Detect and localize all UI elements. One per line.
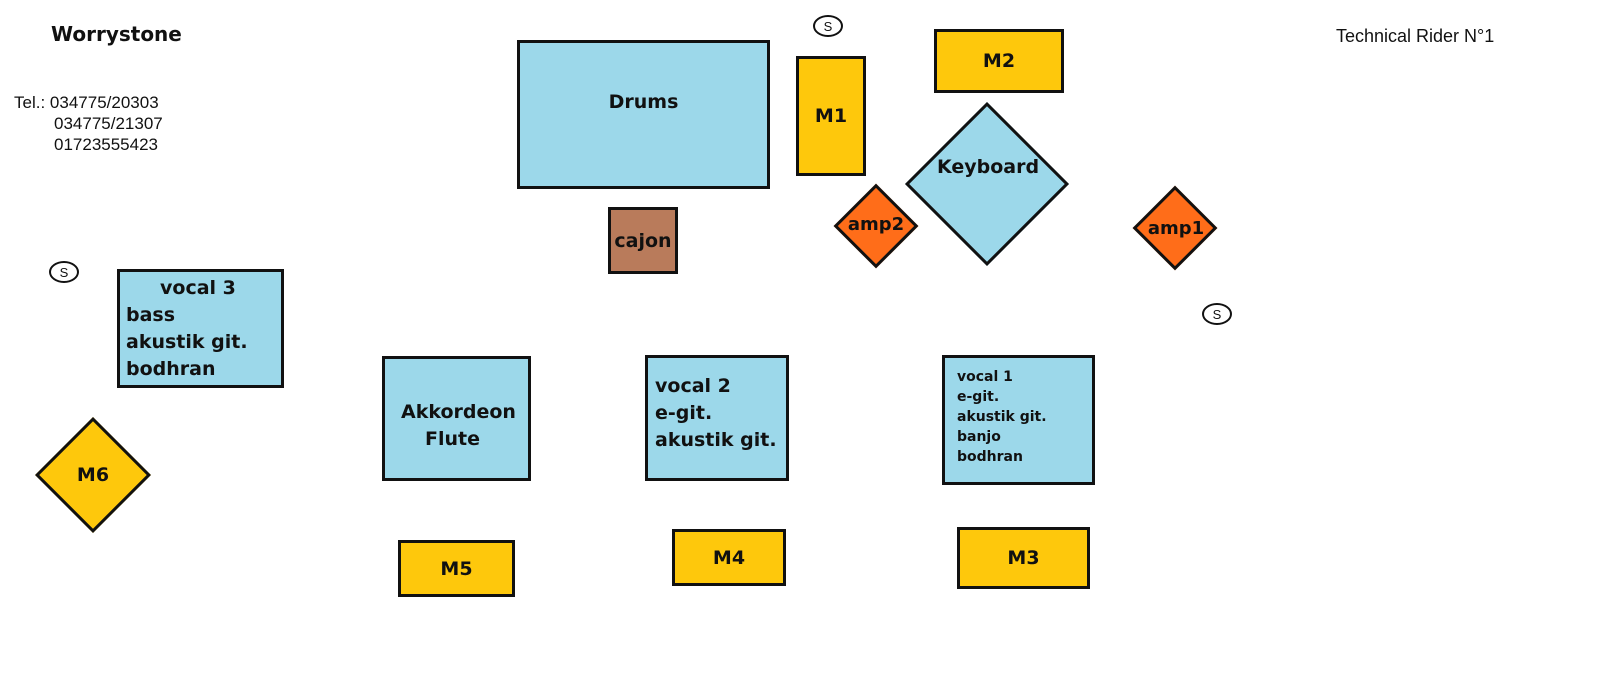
- instrument-item: akustik git.: [957, 409, 1047, 425]
- monitor-m4: M4: [672, 529, 786, 586]
- instrument-item: e-git.: [957, 389, 1000, 405]
- vocal1-title: vocal 1: [957, 369, 1013, 385]
- instrument-item: e-git.: [655, 402, 713, 424]
- monitor-m6-label: M6: [76, 464, 110, 486]
- document-title: Technical Rider N°1: [1336, 26, 1495, 46]
- contact-block: Tel.: 034775/20303 034775/21307 01723555…: [14, 92, 163, 155]
- vocal3-position: vocal 3 bass akustik git. bodhran: [117, 269, 284, 388]
- vocal2-title: vocal 2: [655, 375, 731, 397]
- drums-label: Drums: [608, 91, 679, 113]
- band-name: Worrystone: [51, 22, 182, 46]
- monitor-m2-label: M2: [982, 50, 1016, 72]
- keyboard-label: Keyboard: [936, 156, 1040, 178]
- cajon-box: cajon: [608, 207, 678, 274]
- monitor-m3: M3: [957, 527, 1090, 589]
- cajon-label: cajon: [614, 229, 672, 252]
- speaker-icon: S: [1202, 303, 1232, 325]
- monitor-m3-label: M3: [1007, 547, 1040, 569]
- monitor-m2: M2: [934, 29, 1064, 93]
- monitor-m5: M5: [398, 540, 515, 597]
- instrument-item: akustik git.: [126, 331, 248, 353]
- akkordeon-label: Akkordeon: [401, 401, 516, 423]
- instrument-item: bodhran: [126, 358, 216, 380]
- amp1-label: amp1: [1147, 217, 1205, 239]
- monitor-m1: M1: [796, 56, 866, 176]
- flute-label: Flute: [425, 428, 480, 450]
- instrument-item: akustik git.: [655, 429, 777, 451]
- instrument-item: banjo: [957, 429, 1001, 445]
- amp2-label: amp2: [847, 213, 905, 235]
- drums-riser: Drums: [517, 40, 770, 189]
- vocal3-instruments: bass akustik git. bodhran: [126, 302, 248, 383]
- vocal3-title: vocal 3: [160, 277, 236, 299]
- vocal1-position: vocal 1 e-git. akustik git. banjo bodhra…: [942, 355, 1095, 485]
- vocal2-position: vocal 2 e-git. akustik git.: [645, 355, 789, 481]
- instrument-item: bass: [126, 304, 176, 326]
- vocal1-list: vocal 1 e-git. akustik git. banjo bodhra…: [957, 367, 1047, 467]
- contact-line-2: 034775/21307: [14, 113, 163, 134]
- speaker-icon: S: [813, 15, 843, 37]
- akkordeon-flute-position: Akkordeon Flute: [382, 356, 531, 481]
- speaker-icon: S: [49, 261, 79, 283]
- monitor-m1-label: M1: [814, 105, 848, 127]
- phone-number: 034775/21307: [54, 114, 163, 133]
- phone-number: 01723555423: [54, 135, 159, 154]
- monitor-m4-label: M4: [712, 546, 746, 569]
- vocal2-list: vocal 2 e-git. akustik git.: [655, 373, 777, 454]
- tel-label: Tel.:: [14, 93, 46, 112]
- phone-number: 034775/20303: [49, 93, 159, 112]
- contact-line-3: 01723555423: [14, 134, 163, 155]
- monitor-m5-label: M5: [440, 557, 473, 580]
- instrument-item: bodhran: [957, 449, 1023, 465]
- contact-line-1: Tel.: 034775/20303: [14, 92, 163, 113]
